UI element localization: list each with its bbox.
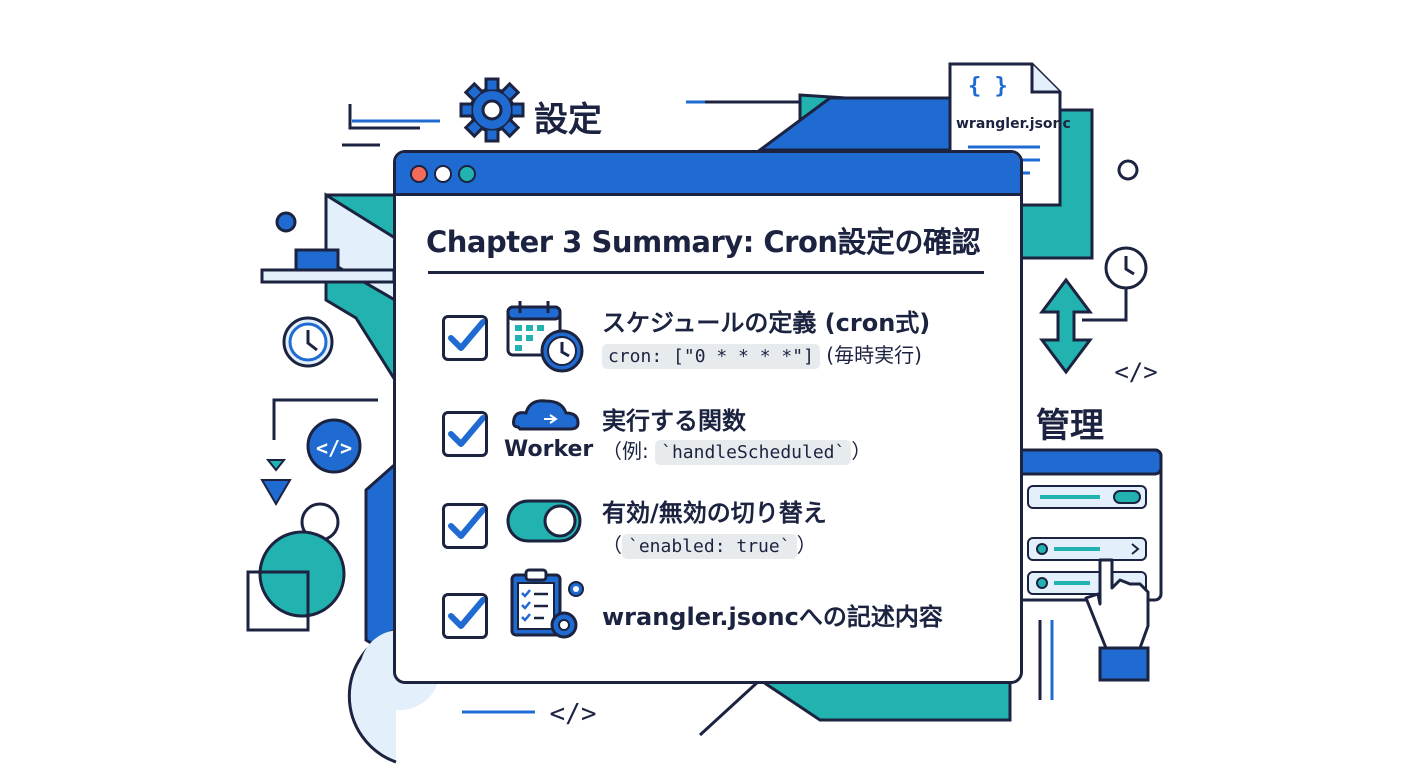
check-icon bbox=[448, 507, 486, 539]
maximize-dot[interactable] bbox=[458, 165, 476, 183]
manage-label: 管理 bbox=[1036, 406, 1104, 446]
checkbox-schedule[interactable] bbox=[442, 315, 488, 361]
svg-text:</>: </> bbox=[316, 436, 352, 460]
minimize-dot[interactable] bbox=[434, 165, 452, 183]
cron-note: (毎時実行) bbox=[819, 343, 922, 367]
cloud-worker-icon bbox=[512, 399, 580, 431]
deco-dot bbox=[275, 211, 297, 233]
window-heading: Chapter 3 Summary: Cron設定の確認 bbox=[426, 225, 981, 259]
clipboard-gear-icon bbox=[510, 568, 584, 639]
close-dot[interactable] bbox=[410, 165, 428, 183]
function-suffix: ） bbox=[851, 439, 872, 463]
up-down-arrow-icon bbox=[1039, 277, 1093, 375]
schedule-title: スケジュールの定義 (cron式) bbox=[602, 309, 931, 337]
enabled-code: `enabled: true` bbox=[622, 534, 797, 559]
code-circle-icon bbox=[306, 418, 362, 474]
check-icon bbox=[448, 319, 486, 351]
check-icon bbox=[448, 597, 486, 629]
hand-pointer-icon bbox=[1084, 558, 1150, 682]
square-outline-shape bbox=[246, 570, 310, 632]
settings-label: 設定 bbox=[534, 100, 602, 140]
toggle-icon[interactable] bbox=[506, 499, 582, 543]
check-icon bbox=[448, 415, 486, 447]
calendar-clock-icon bbox=[506, 301, 584, 373]
curly-braces-icon: { } bbox=[968, 74, 1008, 99]
teal-circle-shape bbox=[258, 530, 346, 618]
function-prefix: （例: bbox=[602, 439, 656, 463]
checkbox-function[interactable] bbox=[442, 411, 488, 457]
gear-icon bbox=[459, 77, 525, 143]
config-file-name: wrangler.jsonc bbox=[956, 116, 1071, 132]
toggle-suffix: ） bbox=[796, 533, 817, 557]
schedule-detail: cron: ["0 * * * *"] (毎時実行) bbox=[602, 339, 922, 369]
cron-expression: cron: ["0 * * * *"] bbox=[602, 344, 820, 369]
toggle-detail: （`enabled: true`） bbox=[602, 529, 817, 559]
checkbox-config[interactable] bbox=[442, 593, 488, 639]
config-title: wrangler.jsoncへの記述内容 bbox=[602, 603, 943, 631]
code-icon-right: </> bbox=[1114, 358, 1157, 386]
checkbox-toggle[interactable] bbox=[442, 503, 488, 549]
window-title-bar bbox=[396, 153, 1020, 196]
code-icon-bottom: </> bbox=[550, 699, 597, 729]
blue-panel-shape bbox=[755, 96, 972, 152]
function-title: 実行する関数 bbox=[602, 407, 746, 435]
summary-window: Chapter 3 Summary: Cron設定の確認 スケジュールの定義 (… bbox=[393, 150, 1023, 684]
worker-label: Worker bbox=[504, 437, 594, 462]
function-detail: （例: `handleScheduled`） bbox=[602, 435, 872, 465]
heading-divider bbox=[428, 271, 984, 274]
toggle-prefix: （ bbox=[602, 533, 622, 557]
toggle-title: 有効/無効の切り替え bbox=[602, 499, 827, 527]
function-name: `handleScheduled` bbox=[655, 440, 852, 465]
